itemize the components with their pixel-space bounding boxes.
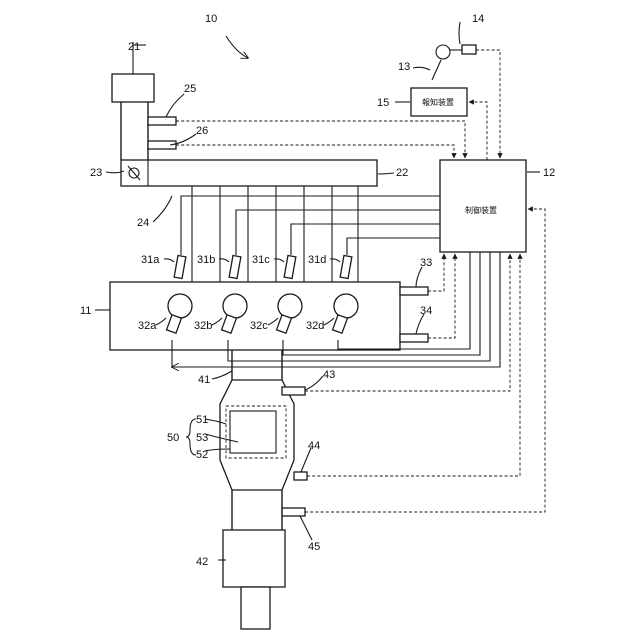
label-catalyst: 50: [167, 432, 179, 444]
label-notifier: 15: [377, 97, 389, 109]
label-plug-c: 32c: [250, 320, 268, 332]
intake-runners: [192, 186, 358, 282]
label-injector-a: 31a: [141, 254, 160, 266]
label-intake-manifold: 22: [396, 167, 408, 179]
label-sensor-43: 43: [323, 369, 335, 381]
sensor-45: [282, 508, 305, 516]
label-catalyst-53: 53: [196, 432, 208, 444]
label-driver: 13: [398, 61, 410, 73]
label-display: 14: [472, 13, 484, 25]
sensor-33: [400, 287, 428, 295]
label-intake-pipe: 24: [137, 217, 149, 229]
label-system: 10: [205, 13, 217, 25]
sensor-44: [294, 472, 307, 480]
label-catalyst-51: 51: [196, 414, 208, 426]
muffler: [223, 530, 285, 587]
label-sensor-33: 33: [420, 257, 432, 269]
label-sensor-26: 26: [196, 125, 208, 137]
label-plug-b: 32b: [194, 320, 212, 332]
label-catalyst-52: 52: [196, 449, 208, 461]
label-sensor-34: 34: [420, 305, 432, 317]
label-sensor-45: 45: [308, 541, 320, 553]
display-14: [462, 45, 476, 54]
tail-pipe: [241, 587, 270, 629]
engine-block: [110, 282, 400, 350]
label-throttle: 23: [90, 167, 102, 179]
controller-label: 制御装置: [465, 205, 497, 215]
label-controller: 12: [543, 167, 555, 179]
label-plug-d: 32d: [306, 320, 324, 332]
sensor-43: [282, 387, 305, 395]
label-exhaust-pipe: 41: [198, 374, 210, 386]
notifier-label: 報知装置: [422, 97, 454, 107]
label-injector-c: 31c: [252, 254, 270, 266]
label-sensor-25: 25: [184, 83, 196, 95]
label-injector-d: 31d: [308, 254, 326, 266]
label-air-cleaner: 21: [128, 41, 140, 53]
driver-figure: [432, 45, 463, 80]
label-sensor-44: 44: [308, 440, 320, 452]
intake-duct: [121, 102, 148, 160]
label-muffler: 42: [196, 556, 208, 568]
sensor-25: [148, 117, 176, 125]
sensor-34: [400, 334, 428, 342]
label-injector-b: 31b: [197, 254, 215, 266]
label-plug-a: 32a: [138, 320, 157, 332]
label-engine: 11: [80, 305, 91, 317]
intake-manifold: [121, 160, 377, 186]
